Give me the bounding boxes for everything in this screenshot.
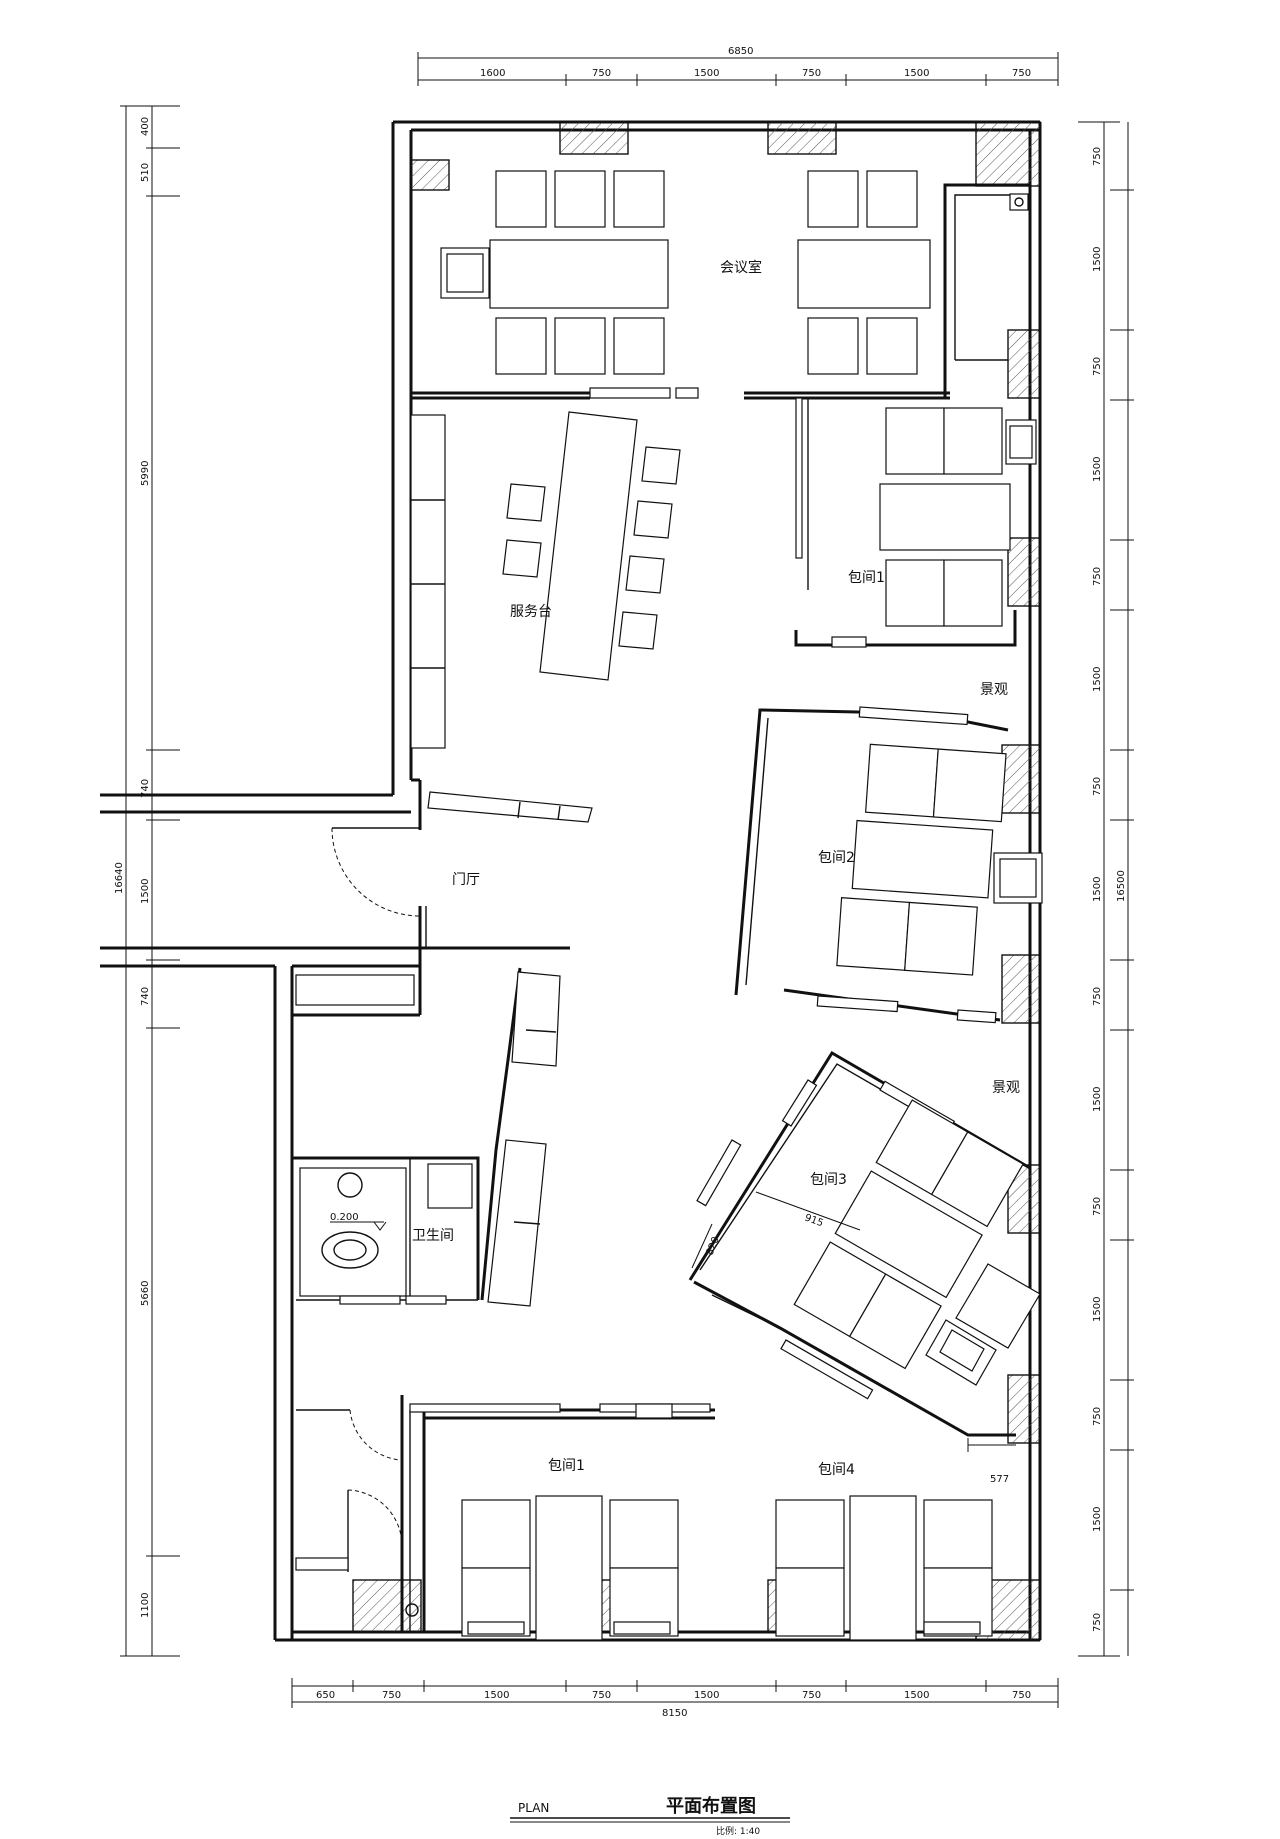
dim-bottom-seg-7: 1500 <box>904 1690 929 1701</box>
private-room-3 <box>688 1050 1041 1452</box>
dim-right-seg-15: 750 <box>1092 1613 1103 1632</box>
label-private-room-4: 包间4 <box>818 1462 855 1478</box>
dim-right-seg-6: 1500 <box>1092 667 1103 692</box>
dim-bottom-seg-6: 750 <box>802 1690 821 1701</box>
dim-left-seg-4: 740 <box>140 779 151 798</box>
floor-level-mark: 0.200 <box>330 1212 359 1223</box>
service-area <box>410 411 681 749</box>
label-foyer: 门厅 <box>452 872 480 888</box>
dim-left-total: 16640 <box>114 862 125 894</box>
dim-right-seg-4: 1500 <box>1092 457 1103 482</box>
dim-bottom-seg-4: 750 <box>592 1690 611 1701</box>
dim-right-seg-10: 1500 <box>1092 1087 1103 1112</box>
label-landscape-top: 景观 <box>980 682 1008 698</box>
label-private-room-3: 包间3 <box>810 1172 847 1188</box>
dim-top-seg-3: 1500 <box>694 68 719 79</box>
dim-bottom-seg-1: 650 <box>316 1690 335 1701</box>
dimension-right: 750 1500 750 1500 750 1500 750 1500 750 … <box>1078 121 1134 1657</box>
meeting-table-right <box>797 170 931 375</box>
left-utility <box>295 974 415 1006</box>
meeting-table-left <box>440 170 669 375</box>
dim-top-total: 6850 <box>728 46 753 57</box>
corridor-partition <box>480 967 561 1307</box>
dim-left-seg-5: 1500 <box>140 879 151 904</box>
dim-right-seg-13: 750 <box>1092 1407 1103 1426</box>
private-room-4 <box>775 1495 993 1641</box>
drawing-scale: 比例: 1:40 <box>716 1825 760 1837</box>
dim-right-seg-7: 750 <box>1092 777 1103 796</box>
dim-right-seg-12: 1500 <box>1092 1297 1103 1322</box>
dimension-top: 6850 1600 750 1500 750 1500 750 <box>417 46 1059 86</box>
dim-right-seg-3: 750 <box>1092 357 1103 376</box>
dim-top-seg-2: 750 <box>592 68 611 79</box>
dim-left-seg-7: 5660 <box>140 1281 151 1306</box>
dim-right-seg-5: 750 <box>1092 567 1103 586</box>
dim-bottom-total: 8150 <box>662 1708 687 1719</box>
dim-top-seg-5: 1500 <box>904 68 929 79</box>
label-meeting-room: 会议室 <box>720 259 762 276</box>
dim-bottom-seg-2: 750 <box>382 1690 401 1701</box>
dim-top-seg-6: 750 <box>1012 68 1031 79</box>
bottom-corridor <box>295 1395 419 1632</box>
label-private-room-1-bottom: 包间1 <box>548 1458 585 1474</box>
dim-bottom-seg-5: 1500 <box>694 1690 719 1701</box>
private-room-2 <box>734 706 1043 1024</box>
room-labels: 会议室 服务台 包间1 景观 包间2 门厅 景观 包间3 卫生间 包间1 包间4 <box>412 259 1020 1478</box>
dim-right-seg-2: 1500 <box>1092 247 1103 272</box>
title-block: PLAN 平面布置图 比例: 1:40 <box>510 1795 790 1837</box>
drawing-title: 平面布置图 <box>666 1795 756 1817</box>
dim-left-seg-3: 5990 <box>140 461 151 486</box>
label-landscape-mid: 景观 <box>992 1080 1020 1096</box>
dim-right-seg-1: 750 <box>1092 147 1103 166</box>
dim-left-seg-6: 740 <box>140 987 151 1006</box>
dim-right-seg-14: 1500 <box>1092 1507 1103 1532</box>
dim-915: 915 <box>803 1212 825 1229</box>
private-room-1-top <box>794 397 1037 648</box>
foyer <box>331 791 593 948</box>
dimension-left: 400 510 5990 740 1500 740 5660 1100 1664… <box>114 105 180 1657</box>
dim-bottom-seg-8: 750 <box>1012 1690 1031 1701</box>
dim-right-seg-8: 1500 <box>1092 877 1103 902</box>
dim-bottom-seg-3: 1500 <box>484 1690 509 1701</box>
label-washroom: 卫生间 <box>412 1228 454 1244</box>
dim-left-seg-1: 400 <box>140 117 151 136</box>
structural-columns <box>352 121 1041 1641</box>
label-service-desk: 服务台 <box>510 604 552 620</box>
dim-top-seg-4: 750 <box>802 68 821 79</box>
dim-820: 820 <box>705 1235 722 1257</box>
dim-577: 577 <box>990 1474 1009 1485</box>
dim-left-seg-2: 510 <box>140 163 151 182</box>
meeting-room <box>411 170 1030 400</box>
dim-right-seg-9: 750 <box>1092 987 1103 1006</box>
dim-left-seg-8: 1100 <box>140 1593 151 1618</box>
private-room-1-bottom <box>409 1403 715 1641</box>
dimension-bottom: 650 750 1500 750 1500 750 1500 750 8150 <box>291 1678 1059 1719</box>
label-private-room-1-top: 包间1 <box>848 570 885 586</box>
plan-label: PLAN <box>518 1801 549 1815</box>
dim-right-seg-11: 750 <box>1092 1197 1103 1216</box>
dim-right-total: 16500 <box>1116 870 1127 902</box>
washroom <box>292 1156 480 1305</box>
label-private-room-2: 包间2 <box>818 850 855 866</box>
dim-top-seg-1: 1600 <box>480 68 505 79</box>
